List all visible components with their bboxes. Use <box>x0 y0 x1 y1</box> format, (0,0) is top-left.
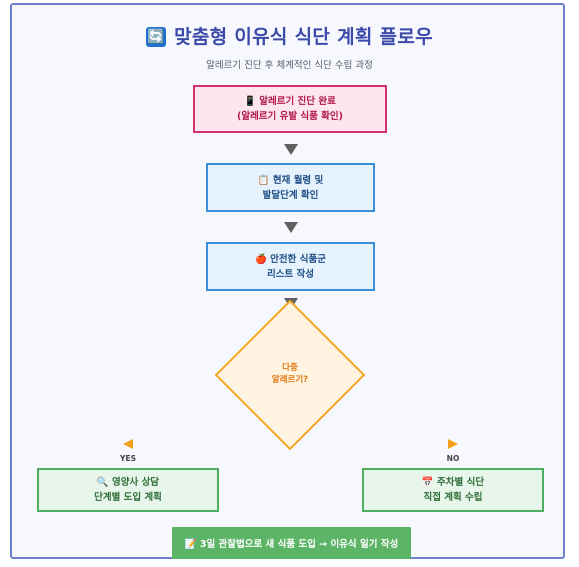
diagram-title: 🔄 맞춤형 이유식 식단 계획 플로우 <box>0 22 579 49</box>
node-weekly-plan: 📅 주차별 식단 직접 계획 수립 <box>362 468 544 512</box>
arrow-down-icon <box>284 222 298 233</box>
node-safe-food-list: 🍎 안전한 식품군 리스트 작성 <box>206 242 375 291</box>
node-nutritionist-consult: 🔍 영양사 상담 단계별 도입 계획 <box>37 468 219 512</box>
diagram-subtitle: 알레르기 진단 후 체계적인 식단 수립 과정 <box>206 60 373 71</box>
arrow-down-icon <box>284 144 298 155</box>
node-age-check: 📋 현재 월령 및 발달단계 확인 <box>206 163 375 212</box>
refresh-icon: 🔄 <box>146 27 167 47</box>
decision-label: 다중 알레르기? <box>271 363 309 385</box>
final-step-banner: 📝 3일 관찰법으로 새 식품 도입 → 이유식 일기 작성 <box>172 527 411 559</box>
node-allergy-diagnosis: 📱 알레르기 진단 완료 (알레르기 유발 식품 확인) <box>193 85 387 133</box>
no-label: NO <box>446 454 460 463</box>
yes-label: YES <box>120 454 136 463</box>
decision-diamond <box>215 300 365 450</box>
arrow-left-icon <box>123 439 133 449</box>
arrow-right-icon <box>448 439 458 449</box>
title-text: 맞춤형 이유식 식단 계획 플로우 <box>174 26 433 48</box>
